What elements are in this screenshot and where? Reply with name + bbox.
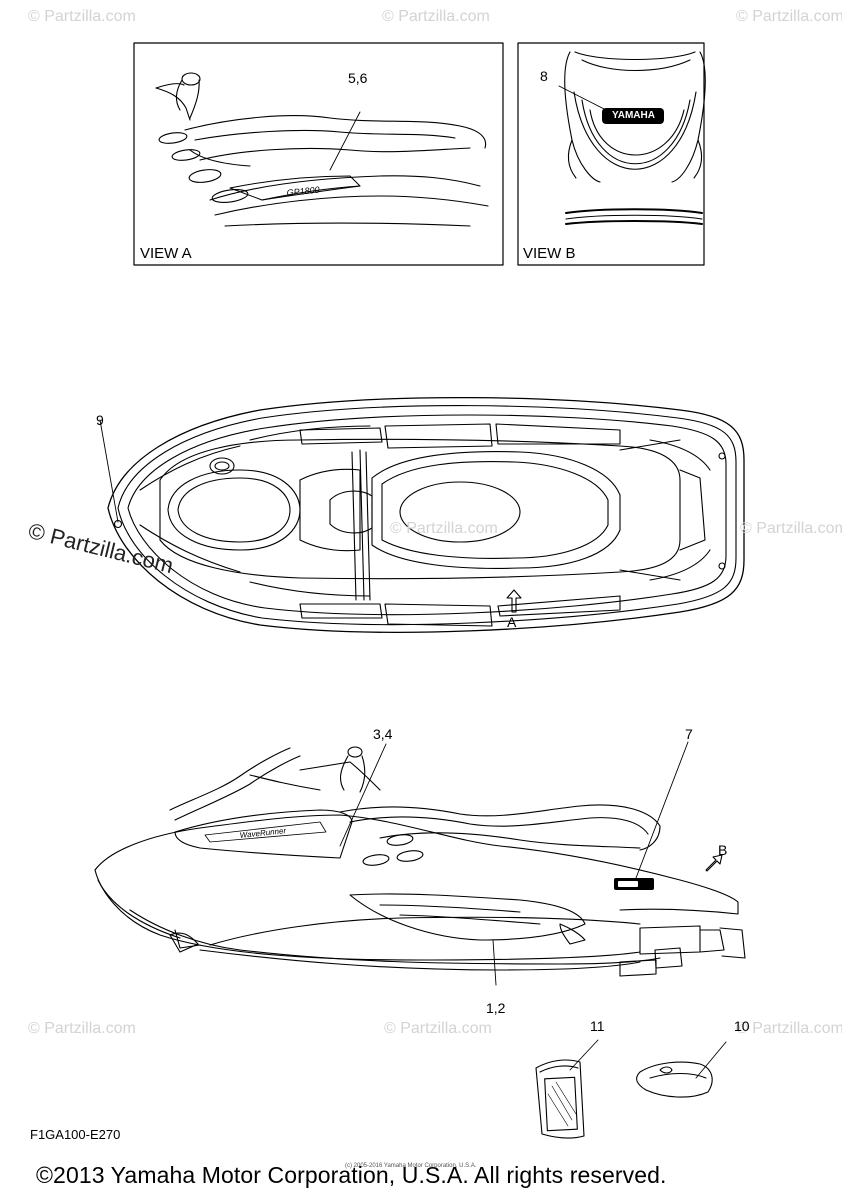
view-a-panel: GP1800 xyxy=(133,42,504,266)
callout-9: 9 xyxy=(96,412,104,428)
side-view-hull: WaveRunner xyxy=(94,741,746,986)
callout-b: B xyxy=(718,842,728,858)
svg-text:GP1800: GP1800 xyxy=(286,185,320,198)
copyright-notice: ©2013 Yamaha Motor Corporation, U.S.A. A… xyxy=(36,1162,667,1188)
item-10-cap xyxy=(636,1041,727,1098)
callout-5-6: 5,6 xyxy=(348,70,368,86)
view-b-panel xyxy=(517,42,706,266)
callout-a: A xyxy=(507,614,517,630)
watermark-5: © Partzilla.com xyxy=(740,520,842,537)
callout-7: 7 xyxy=(685,726,693,742)
watermark-7: © Partzilla.com xyxy=(384,1020,492,1037)
svg-text:WaveRunner: WaveRunner xyxy=(239,826,287,840)
top-view-hull xyxy=(99,396,745,633)
callout-11: 11 xyxy=(590,1018,605,1034)
fine-print: (c) 2005-2016 Yamaha Motor Corporation, … xyxy=(345,1163,477,1169)
callout-1-2: 1,2 xyxy=(486,1000,506,1016)
callout-8: 8 xyxy=(540,68,548,84)
watermark-8: © Partzilla.com xyxy=(736,1020,842,1037)
diagram-code: F1GA100-E270 xyxy=(30,1127,121,1142)
callout-10: 10 xyxy=(734,1018,750,1034)
watermark-2: © Partzilla.com xyxy=(382,8,490,25)
watermark-4: © Partzilla.com xyxy=(390,520,498,537)
watermark-3: © Partzilla.com xyxy=(736,8,842,25)
view-a-label: VIEW A xyxy=(140,245,192,262)
watermark-6: © Partzilla.com xyxy=(28,1020,136,1037)
watermark-1: © Partzilla.com xyxy=(28,8,136,25)
yamaha-badge: YAMAHA xyxy=(612,110,655,121)
item-11-pouch xyxy=(535,1039,599,1139)
view-b-label: VIEW B xyxy=(523,245,576,262)
callout-3-4: 3,4 xyxy=(373,726,393,742)
